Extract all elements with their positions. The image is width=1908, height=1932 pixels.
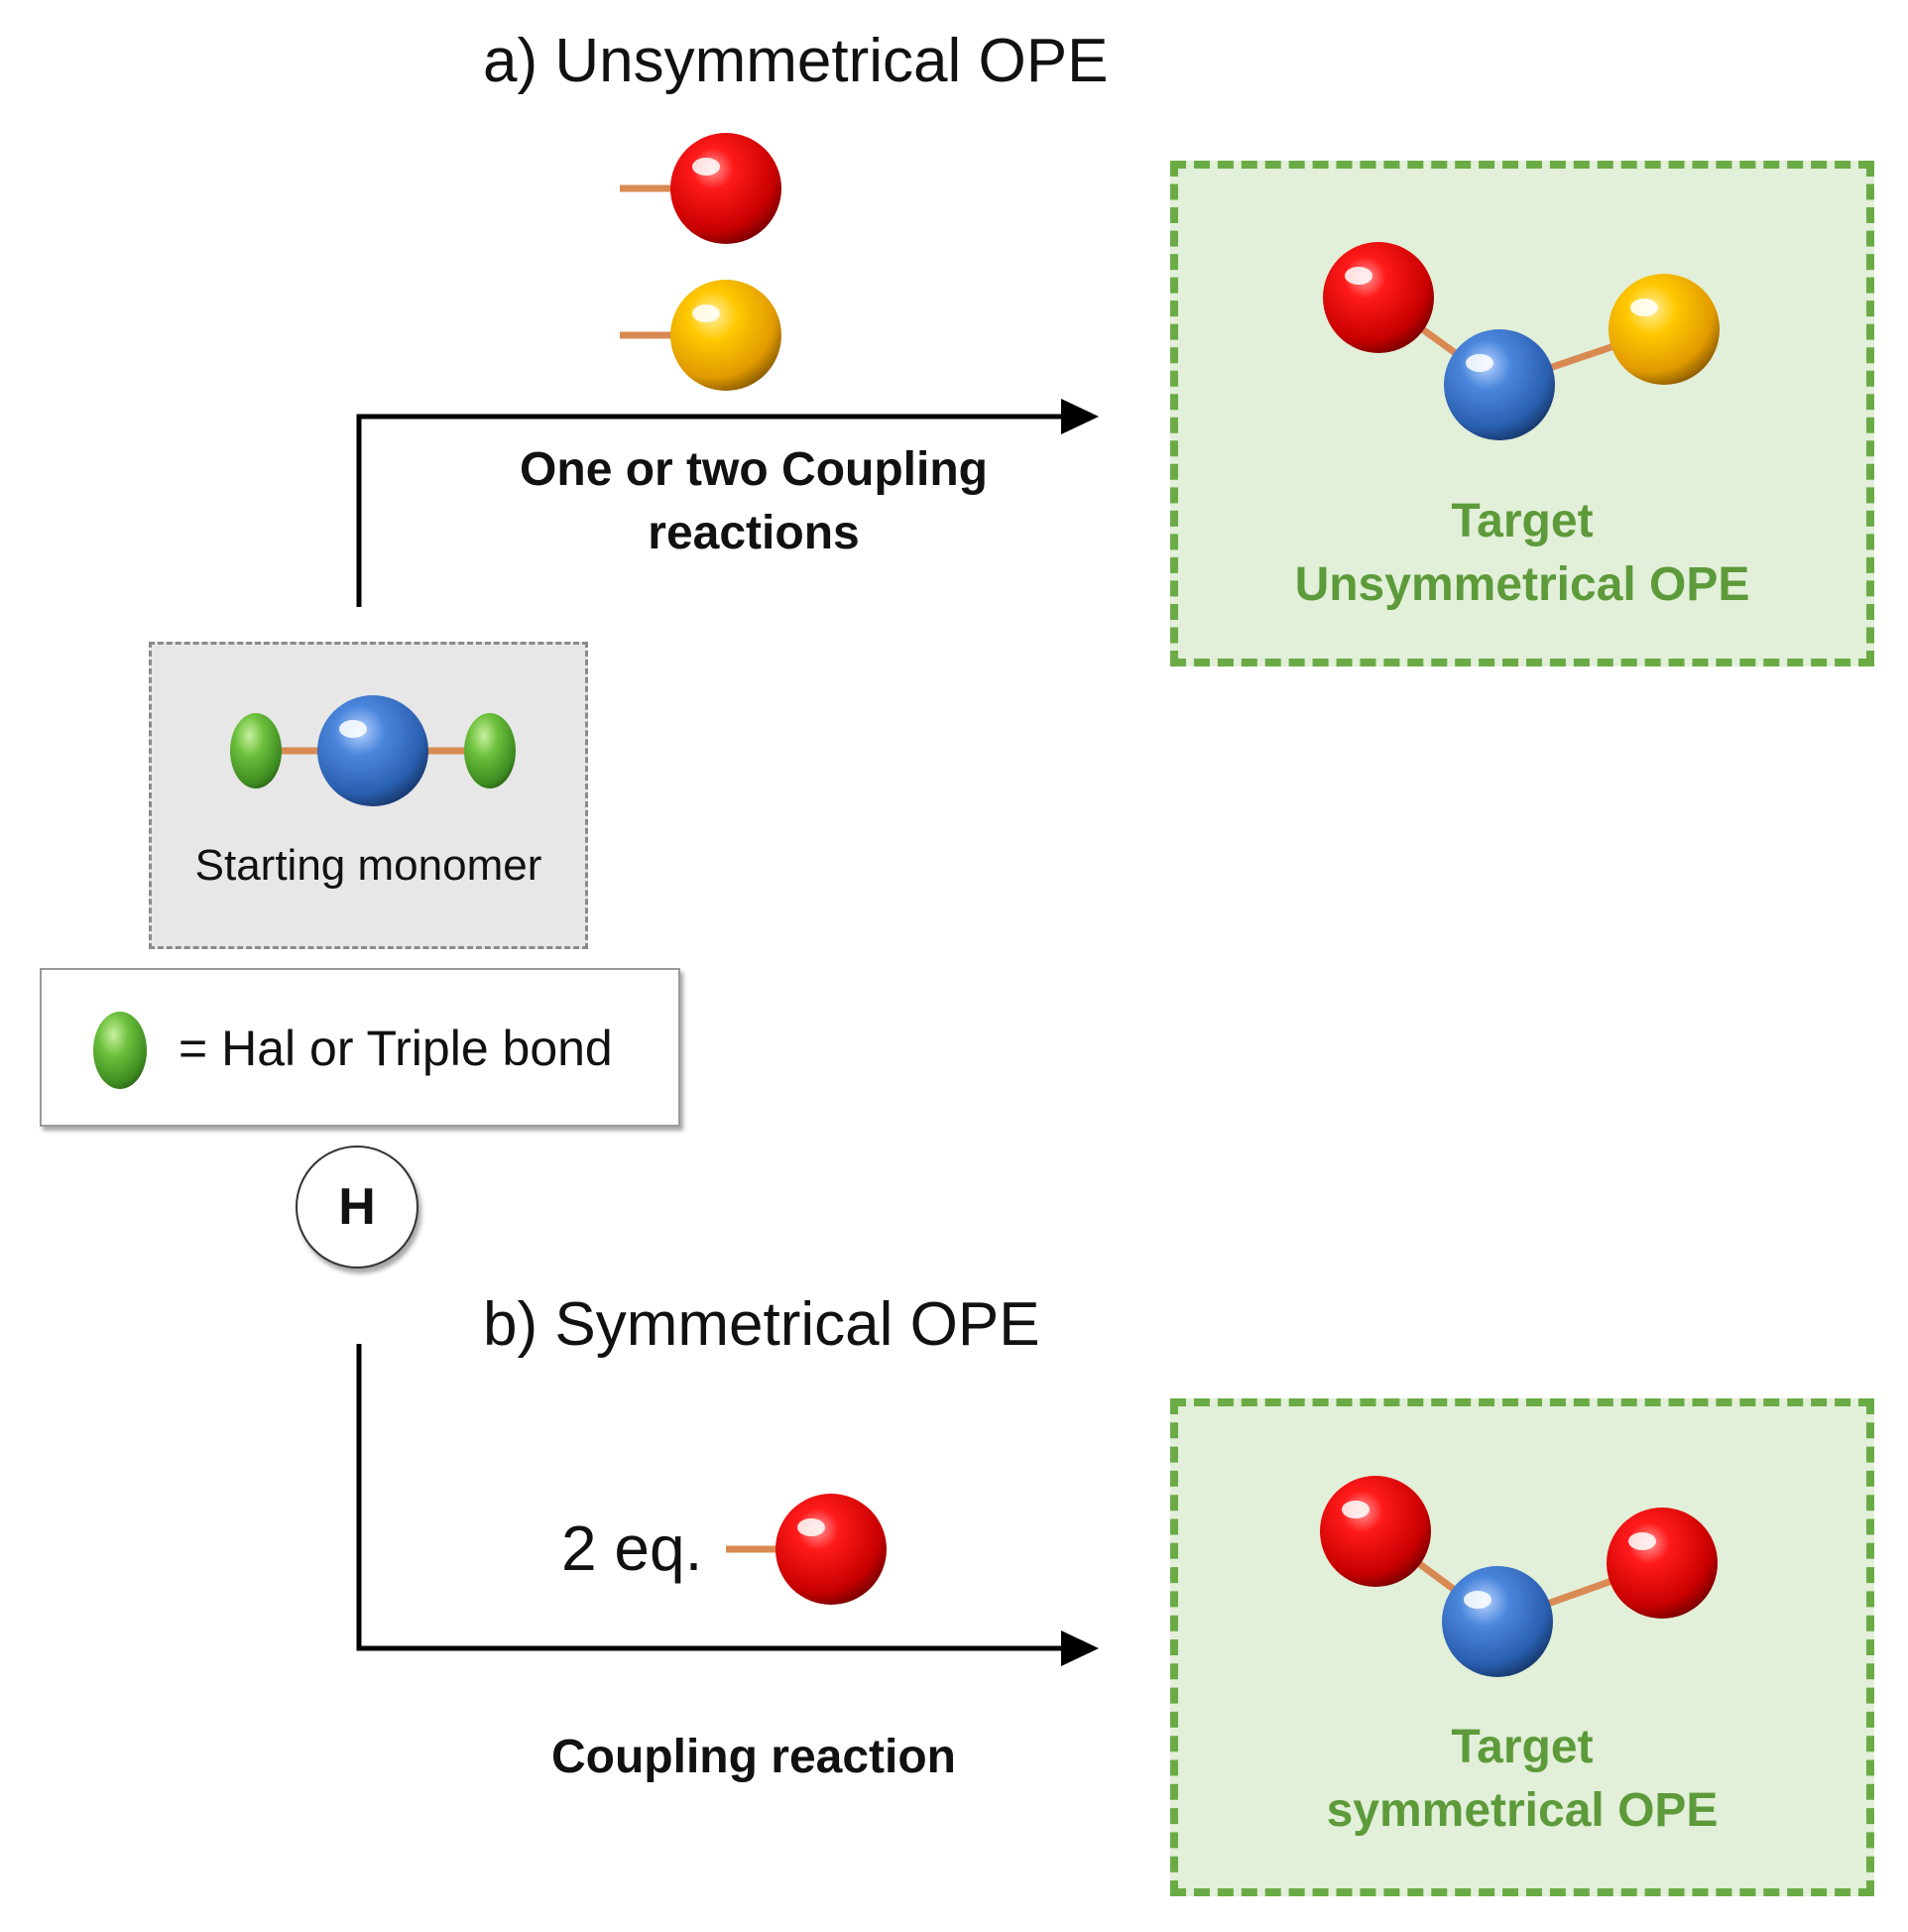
section-b-title: b) Symmetrical OPE [483,1290,1040,1359]
reaction-arrow-a [356,414,1061,607]
reagent-red-ball [620,133,781,244]
reagent-yellow-ball [620,280,781,391]
target-label-a: Target Unsymmetrical OPE [1170,490,1874,617]
arrow-label-a-line1: One or two Coupling [520,443,988,496]
arrow-head-a [1061,399,1099,434]
section-a-title: a) Unsymmetrical OPE [483,27,1109,95]
reagent-equivalents: 2 eq. [561,1512,703,1584]
arrow-head-b [1061,1630,1099,1666]
starting-monomer-label: Starting monomer [194,841,542,890]
arrow-label-a-line2: reactions [648,507,860,559]
target-symmetrical-molecule [1320,1476,1718,1677]
reaction-arrow-b [356,1344,1061,1651]
target-label-a-line2: Unsymmetrical OPE [1294,558,1750,611]
target-label-a-line1: Target [1451,495,1594,547]
target-box-a [1170,161,1874,666]
arrow-label-a: One or two Coupling reactions [417,438,1091,565]
green-ellipse-icon [93,1012,147,1089]
legend-box: = Hal or Triple bond [40,968,680,1127]
starting-monomer-box [149,642,588,949]
target-label-b: Target symmetrical OPE [1170,1716,1874,1843]
reagent-b-red-ball [726,1494,887,1605]
starting-monomer-molecule [230,695,516,806]
legend-text: = Hal or Triple bond [179,1021,613,1076]
target-unsymmetrical-molecule [1323,242,1720,440]
target-label-b-line1: Target [1451,1721,1594,1773]
h-badge: H [296,1146,418,1268]
target-label-b-line2: symmetrical OPE [1326,1784,1719,1837]
arrow-label-b: Coupling reaction [551,1731,956,1783]
